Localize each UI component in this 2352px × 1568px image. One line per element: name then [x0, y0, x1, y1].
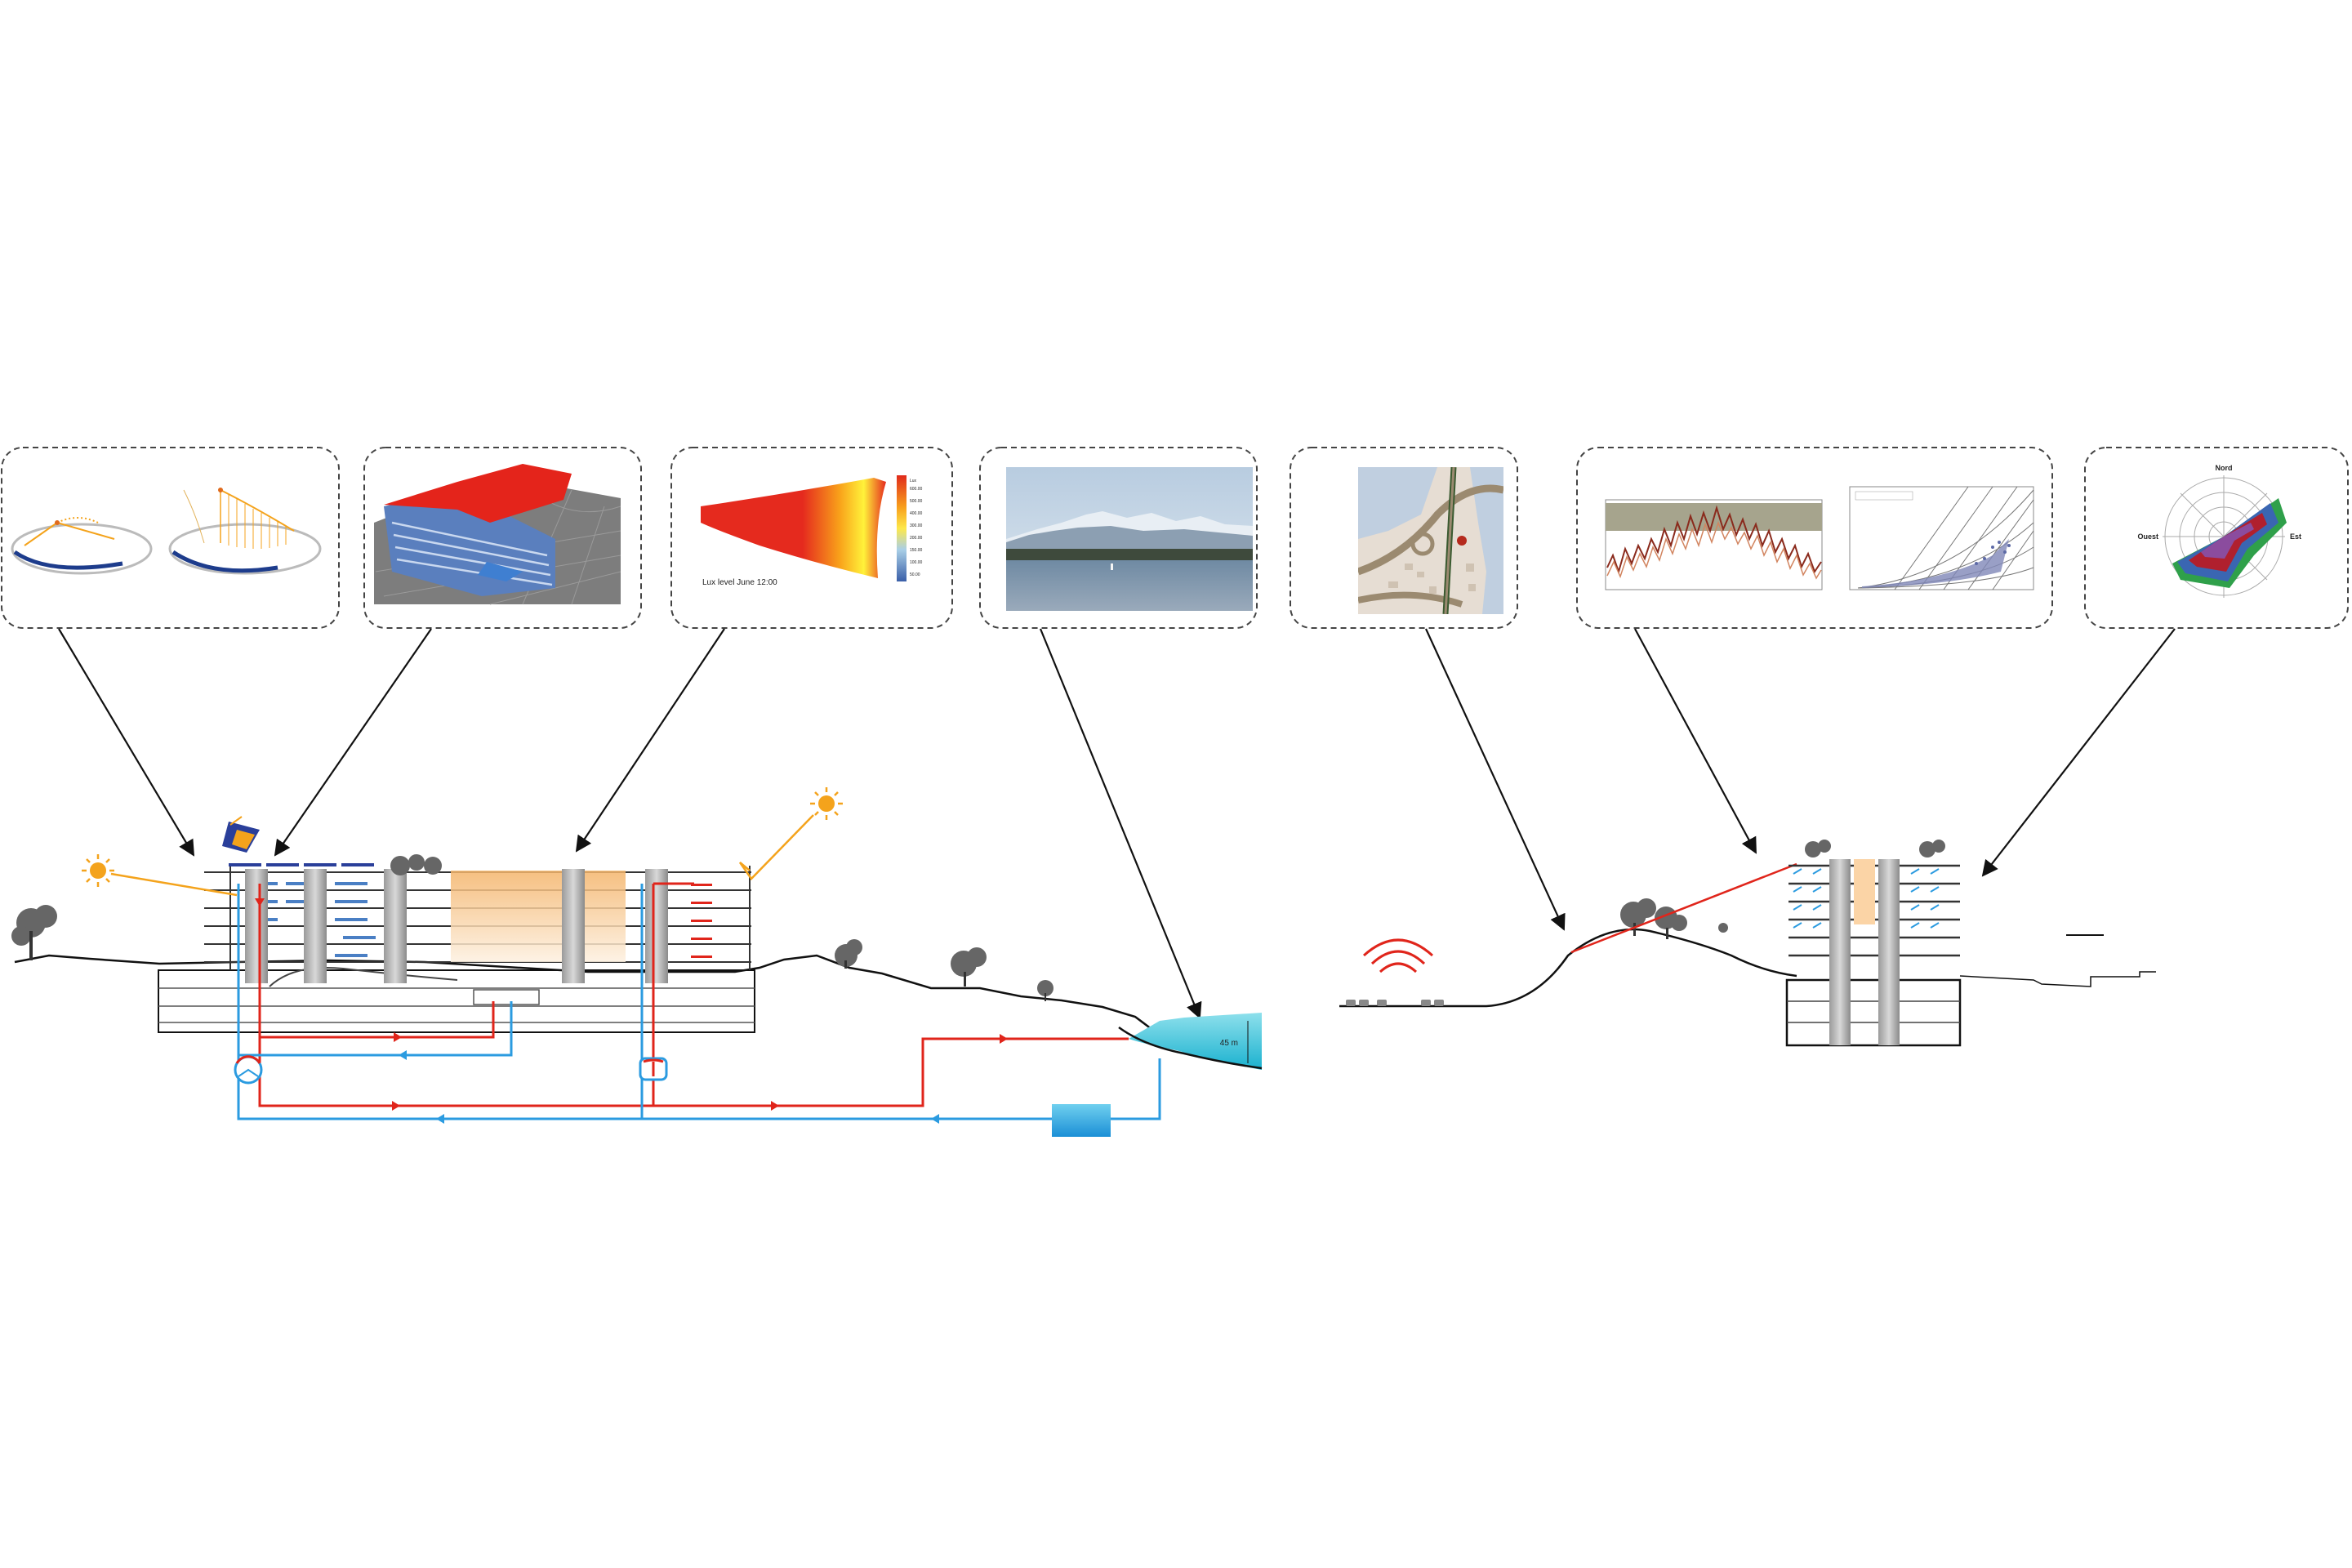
tree-icon: [11, 905, 57, 960]
sun-ray-right: [738, 814, 814, 880]
structural-cores: [245, 869, 668, 983]
panel-daylight-simulation: Lux 600.00 500.00 400.00 300.00 200.00 150.…: [670, 447, 953, 629]
arrow-wind: [1981, 628, 2176, 877]
supply-lines-red: [258, 882, 1129, 1107]
lake-photo: [1006, 467, 1253, 611]
ground-line-right: [1339, 928, 1797, 1008]
solar-panel-icon: [222, 816, 260, 853]
svg-text:50.00: 50.00: [910, 572, 920, 577]
arrow-lake: [1039, 628, 1202, 1019]
sun-path-diagram-right: [168, 488, 322, 575]
trees-left: [11, 854, 1054, 1001]
tree-icon: [1620, 898, 1656, 936]
return-arrows: [399, 1050, 939, 1124]
arrow-daylight: [575, 628, 725, 853]
svg-text:150.00: 150.00: [910, 548, 923, 553]
lake-bed-line: [1118, 1026, 1263, 1070]
panel-site-map: [1290, 447, 1518, 629]
atrium-glazing: [451, 871, 626, 962]
svg-text:200.00: 200.00: [910, 536, 923, 541]
connector-arrows: [58, 628, 2176, 1019]
return-lines-blue: [237, 884, 1161, 1120]
trees-hill: [1620, 898, 1728, 939]
tree-icon: [390, 854, 442, 875]
section-right: [1339, 840, 2156, 1047]
panel-lake-photo: [979, 447, 1258, 629]
ground-line: [14, 954, 1161, 1042]
tree-icon: [1037, 980, 1054, 1001]
site-map-image: [1358, 467, 1503, 614]
wind-rose-chart: Nord Est Ouest: [2137, 464, 2301, 598]
svg-text:Lux: Lux: [910, 479, 917, 483]
daylight-caption: Lux level June 12:00: [702, 578, 777, 587]
arrow-sun-path: [58, 628, 195, 857]
sun-ray-left: [110, 872, 238, 897]
heat-pump-icon: [234, 1055, 263, 1085]
sightline: [1570, 862, 1797, 954]
tree-icon: [1655, 906, 1687, 939]
wifi-signal-icon: [1362, 938, 1434, 973]
panel-sun-path: [1, 447, 340, 629]
arrow-site-map: [1425, 628, 1566, 931]
supply-arrows: [255, 898, 1008, 1111]
sun-path-diagram-left: [11, 517, 153, 575]
temperature-chart: [1605, 499, 1823, 590]
svg-text:300.00: 300.00: [910, 523, 923, 528]
svg-text:100.00: 100.00: [910, 560, 923, 565]
roof-solar-panels: [229, 863, 374, 866]
roof-trees: [1805, 840, 1945, 858]
arrow-climate: [1634, 628, 1757, 854]
sun-icon: [810, 787, 843, 820]
arrow-3d-model: [274, 628, 432, 857]
section-left: 45 m: [11, 787, 1263, 1137]
sun-icon: [82, 854, 114, 887]
tower-building: [1785, 840, 1962, 1047]
lake-water: [1129, 1013, 1262, 1070]
basement-outline: [158, 969, 755, 1033]
tree-icon: [1718, 923, 1728, 933]
heat-exchanger-icon: [639, 1057, 668, 1081]
wind-rose-east-label: Est: [2290, 532, 2301, 541]
svg-text:600.00: 600.00: [910, 487, 923, 492]
wind-rose-north-label: Nord: [2216, 464, 2233, 472]
panel-3d-building: [363, 447, 642, 629]
svg-text:500.00: 500.00: [910, 499, 923, 504]
ventilation-arrows: [1793, 868, 1940, 929]
tree-icon: [951, 947, 987, 987]
psychrometric-chart: [1849, 486, 2034, 590]
wind-rose-west-label: Ouest: [2137, 532, 2158, 541]
right-facade-elements: [691, 884, 712, 958]
panel-wind-rose: Nord Est Ouest: [2084, 447, 2349, 629]
svg-text:400.00: 400.00: [910, 511, 923, 516]
panel-climate-charts: [1576, 447, 2053, 629]
storage-tank-icon: [1052, 1104, 1111, 1137]
vehicles: [1346, 1000, 1444, 1006]
lake-depth-label: 45 m: [1220, 1039, 1238, 1048]
tree-icon: [835, 939, 862, 969]
